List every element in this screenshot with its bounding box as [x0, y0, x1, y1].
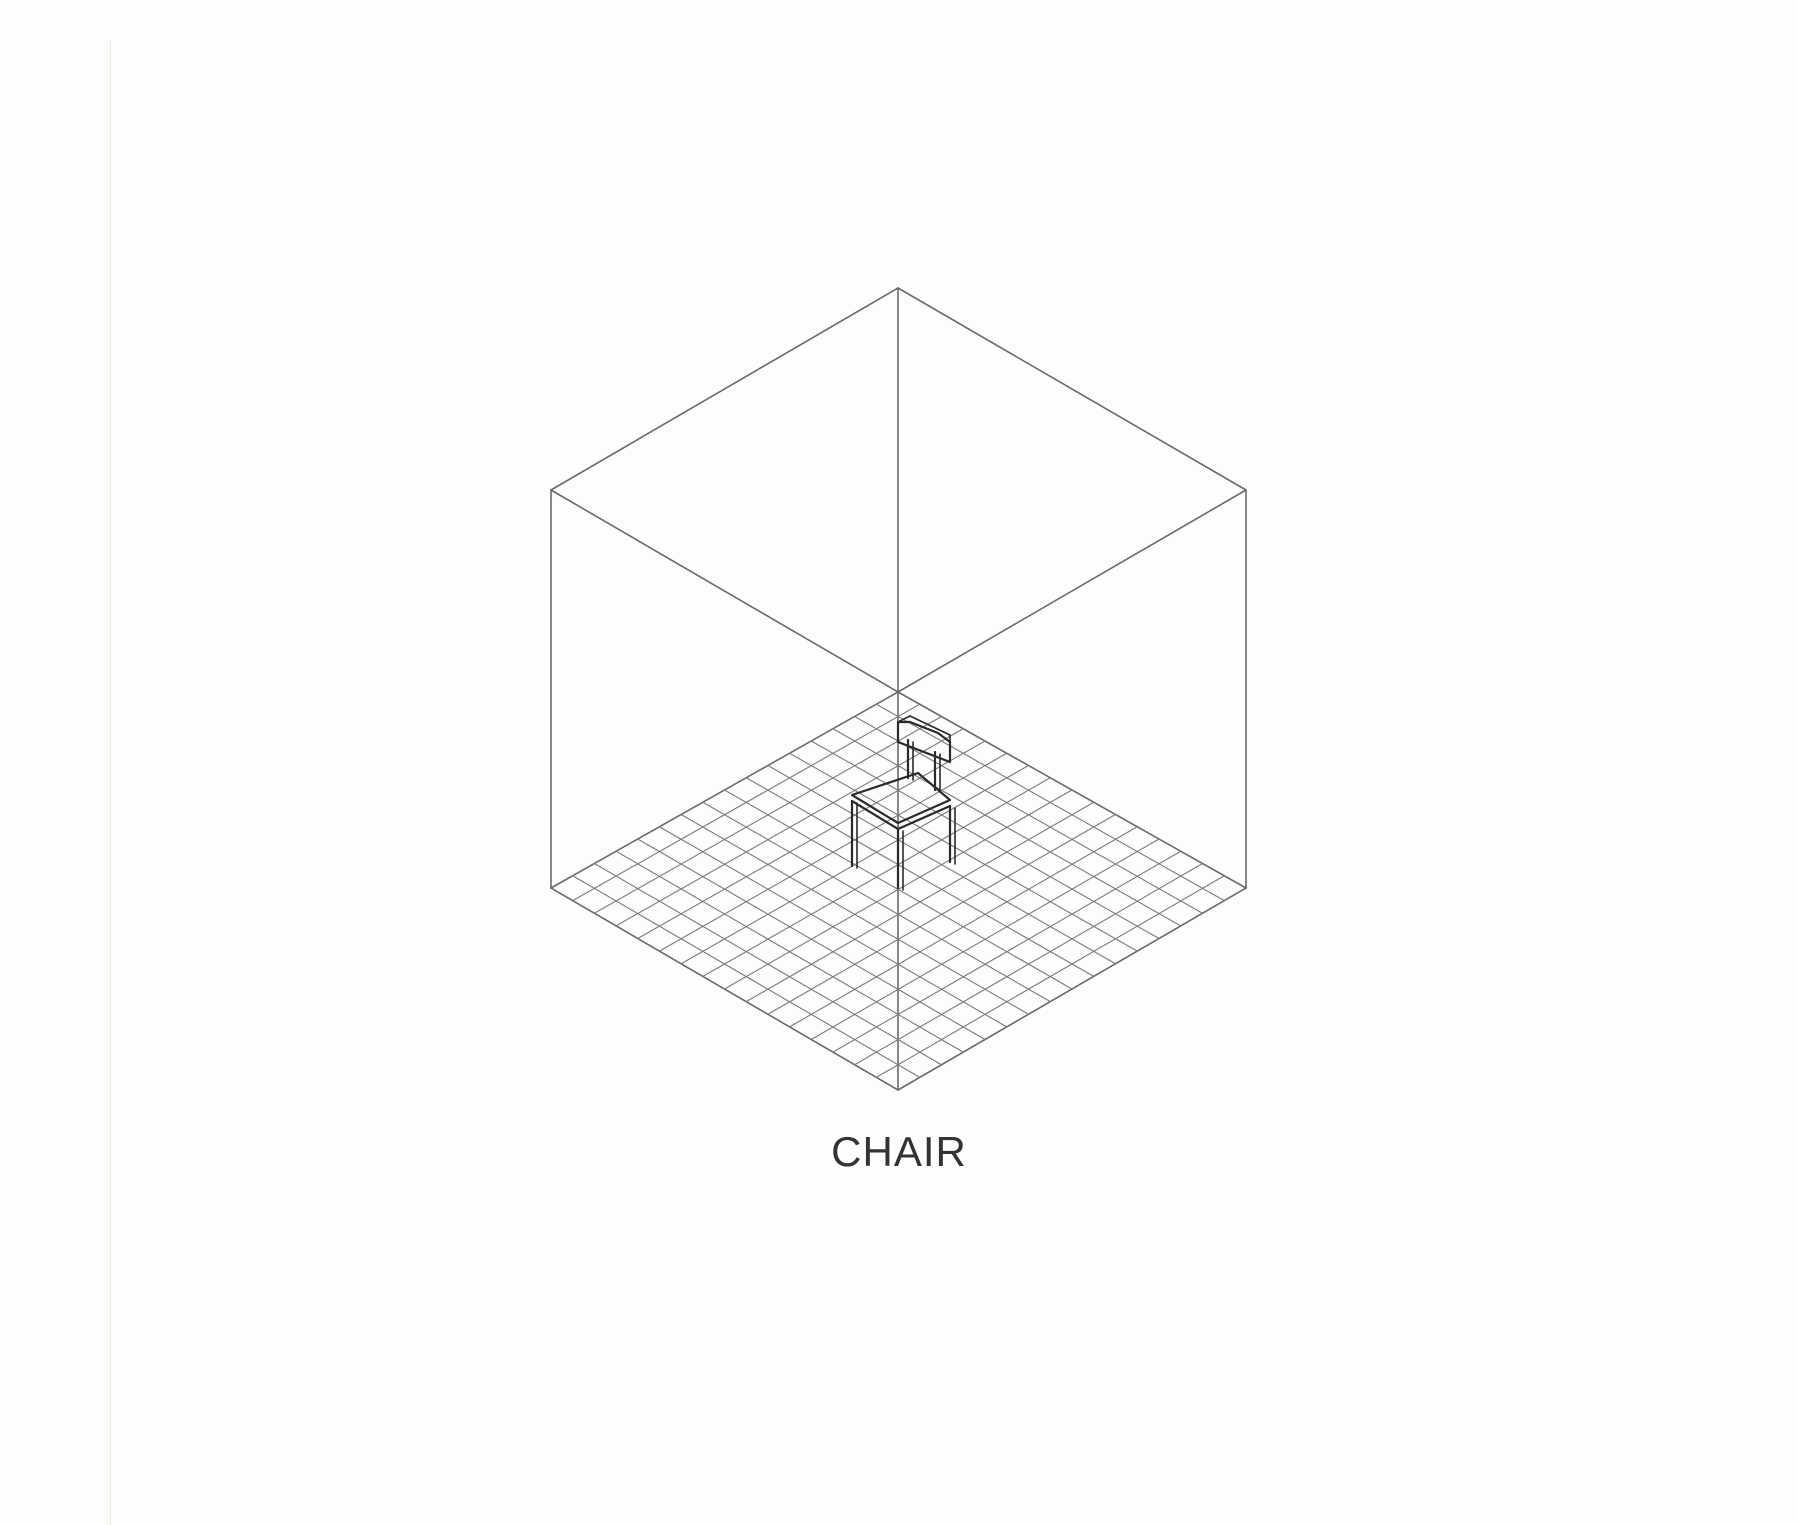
- floor-grid-line: [637, 838, 986, 1041]
- floor-grid-line: [680, 813, 1030, 1015]
- chair-figure: [850, 715, 956, 891]
- floor-grid-line: [810, 838, 1160, 1041]
- floor-grid-line: [875, 875, 1225, 1078]
- floor-grid-line: [593, 862, 943, 1066]
- diagram-caption: CHAIR: [831, 1128, 967, 1175]
- floor-grid-line: [789, 826, 1138, 1028]
- floor-grid-line: [832, 850, 1182, 1053]
- wall-diagonal-left: [550, 489, 899, 693]
- floor-grid-line: [767, 813, 1117, 1015]
- floor-grid-line: [745, 801, 1095, 1003]
- floor-grid: [572, 703, 1225, 1078]
- room-edges: [550, 287, 1247, 1091]
- chair-seat-edge: [896, 804, 952, 831]
- floor-grid-line: [658, 826, 1008, 1028]
- floor-grid-line: [702, 801, 1051, 1003]
- ceiling-edge-left: [550, 287, 899, 491]
- floor-grid-line: [854, 862, 1204, 1066]
- chair-backrest-top: [897, 715, 911, 723]
- ceiling-edge-right: [897, 287, 1247, 491]
- page-edge: [110, 40, 111, 1525]
- floor-grid-line: [572, 875, 921, 1078]
- floor-grid-line: [723, 789, 1073, 990]
- chair-seat-edge: [850, 799, 900, 831]
- wall-diagonal-right: [897, 489, 1247, 693]
- floor-grid-line: [615, 850, 964, 1053]
- chair-backrest-top: [909, 715, 951, 736]
